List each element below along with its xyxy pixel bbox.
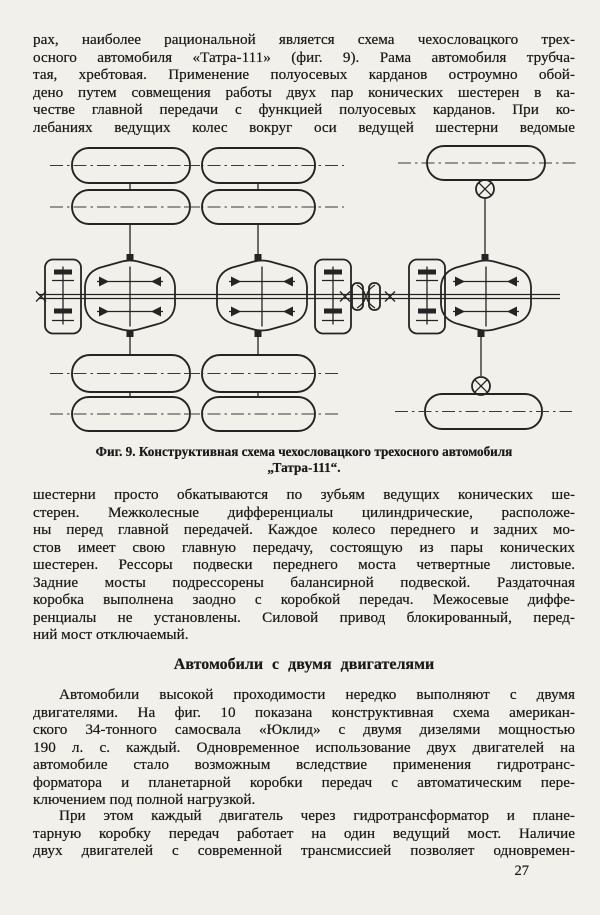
page-number: 27 [514, 863, 530, 879]
text-line: дено путем совмещения работы двух пар ко… [33, 83, 575, 101]
text-line: ского 34-тонного самосвала «Юклид» с дву… [33, 721, 575, 738]
figure-caption: Фиг. 9. Конструктивная схема чехословацк… [33, 444, 575, 475]
paragraph-twin-engine-intro: Автомобили высокой проходимости нередко … [33, 686, 575, 809]
text-line: лебаниях ведущих колес вокруг оси ведуще… [33, 118, 575, 136]
universal-joint-coupling [351, 282, 381, 311]
text-line: коробка выполнена заодно с коробкой пере… [33, 591, 575, 608]
text-line: При этом каждый двигатель через гидротра… [59, 807, 575, 824]
rear-axle-unit-2 [184, 147, 352, 432]
text-line: ны перед главной передачей. Каждое колес… [33, 521, 575, 538]
text-line: стерен. Межколесные дифференциалы цилинд… [33, 503, 575, 521]
text-line: честве главной передачи с функцией полуо… [33, 101, 575, 118]
text-line: тая, хребтовая. Применение полуосевых ка… [33, 66, 575, 83]
text-line: ренциалы не установлены. Силовой привод … [33, 608, 575, 626]
front-axle-unit [395, 145, 578, 430]
text-line: тарную коробку передач работает на один … [33, 824, 575, 842]
text-line: 190 л. с. каждый. Одновременное использо… [33, 738, 575, 756]
paragraph-description: шестерни просто обкатываются по зубьям в… [33, 486, 575, 644]
figure-9-diagram [35, 145, 578, 432]
text-line: осного автомобиля «Татра-111» (фиг. 9). … [33, 48, 575, 66]
paragraph-twin-engine-detail: При этом каждый двигатель через гидротра… [33, 807, 575, 860]
text-line: рах, наиболее рациональной является схем… [33, 31, 575, 48]
paragraph-intro: рах, наиболее рациональной является схем… [33, 31, 575, 136]
drive-shaft [35, 290, 560, 303]
figure-9 [0, 144, 600, 440]
text-line: стов имеет свою главную передачу, состоя… [33, 538, 575, 556]
text-line: форматора и планетарной коробки передач … [33, 773, 575, 791]
text-line: двигателями. На фиг. 10 показана констру… [33, 703, 575, 721]
text-line: Задние мосты подрессорены балансирной по… [33, 573, 575, 591]
text-line: двух двигателей с современной трансмисси… [33, 842, 575, 859]
rear-axle-unit-1 [44, 147, 200, 432]
text-line: Автомобили высокой проходимости нередко … [59, 686, 575, 703]
text-line: ключением под полной нагрузкой. [33, 791, 256, 808]
text-line: ний мост отключаемый. [33, 626, 189, 643]
figure-caption-line1: Фиг. 9. Конструктивная схема чехословацк… [95, 444, 513, 459]
text-line: шестерен. Рессоры подвески переднего мос… [33, 556, 575, 573]
text-line: шестерни просто обкатываются по зубьям в… [33, 486, 575, 503]
text-line: автомобиле стало возможным вследствие пр… [33, 756, 575, 773]
section-heading: Автомобили с двумя двигателями [173, 656, 435, 673]
figure-caption-line2: „Татра-111“. [267, 459, 341, 475]
